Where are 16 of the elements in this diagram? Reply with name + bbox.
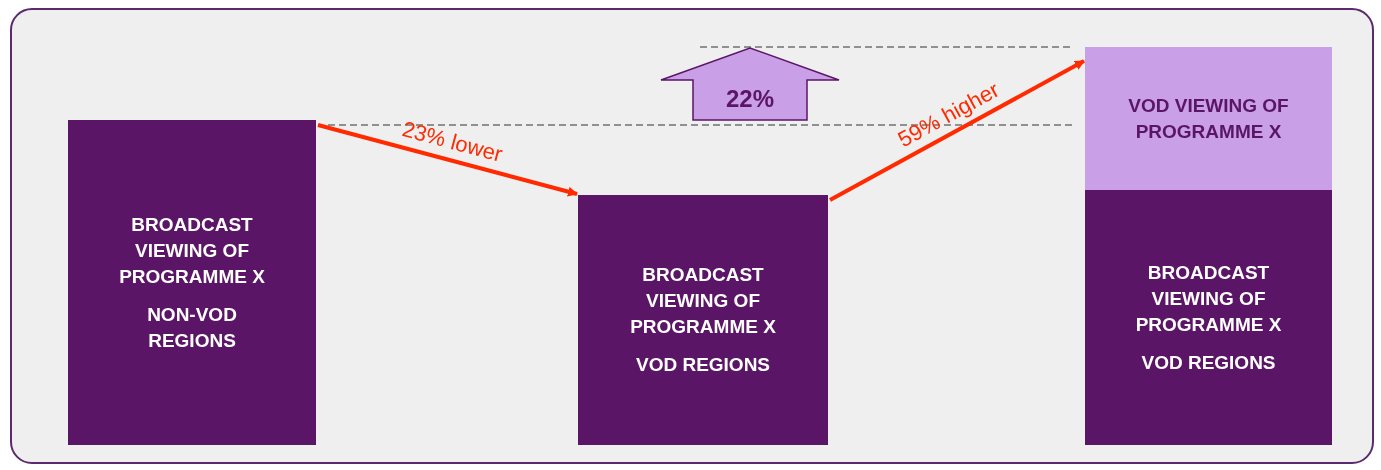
box-text: VOD REGIONS xyxy=(1141,350,1276,375)
box-text: VOD REGIONS xyxy=(635,353,771,377)
viewing-bar xyxy=(578,195,828,445)
box-text: BROADCAST VIEWING OF PROGRAMME X xyxy=(1134,260,1283,337)
box-text: VOD VIEWING OF PROGRAMME X xyxy=(1127,93,1290,144)
box-text: 22% xyxy=(725,86,774,112)
box-text: BROADCAST VIEWING OF PROGRAMME X xyxy=(118,212,266,289)
viewing-bar xyxy=(1085,47,1332,190)
box-text: BROADCAST VIEWING OF PROGRAMME X xyxy=(629,263,777,339)
arrow xyxy=(829,59,1085,202)
edge-label: 23% lower xyxy=(399,116,505,168)
viewing-bar xyxy=(68,120,316,445)
arrow xyxy=(317,123,578,197)
up-arrow xyxy=(660,47,840,121)
box-text: NON-VOD REGIONS xyxy=(146,302,238,353)
viewing-bar xyxy=(1085,190,1332,445)
